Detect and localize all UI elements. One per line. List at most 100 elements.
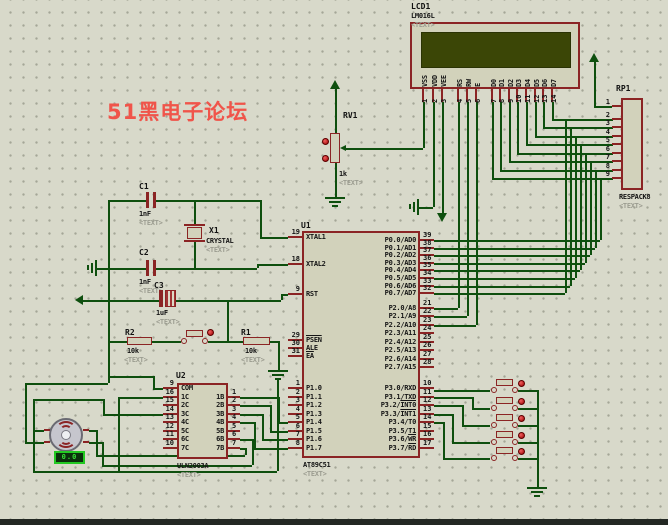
driver-pin-stub[interactable] [228,413,240,415]
capacitor-plate[interactable] [146,192,149,208]
wire-segment[interactable] [434,316,467,318]
wire-segment[interactable] [118,397,120,471]
button-terminal[interactable] [181,338,187,344]
wire-segment[interactable] [33,430,44,432]
mcu-pin-stub[interactable] [288,236,302,238]
wire-segment[interactable] [535,102,537,136]
wire-segment[interactable] [443,422,445,458]
mcu-pin-stub[interactable] [288,396,302,398]
lcd-pin-stub[interactable] [516,89,518,102]
mcu-pin-stub[interactable] [420,269,434,271]
wire-segment[interactable] [103,414,163,416]
wire-segment[interactable] [227,300,229,341]
wire-segment[interactable] [434,240,600,242]
wire-segment[interactable] [434,255,590,257]
motor-pin-stub[interactable] [44,429,50,431]
button-terminal[interactable] [512,387,518,393]
wire-segment[interactable] [278,397,280,422]
wire-segment[interactable] [509,161,613,163]
button-terminal[interactable] [512,455,518,461]
mcu-pin-stub[interactable] [420,262,434,264]
button-body[interactable] [496,414,513,421]
mcu-pin-stub[interactable] [420,349,434,351]
wire-segment[interactable] [434,308,458,310]
wire-segment[interactable] [240,448,245,450]
driver-pin-stub[interactable] [163,447,177,449]
mcu-pin-stub[interactable] [288,413,302,415]
mcu-pin-stub[interactable] [420,254,434,256]
mcu-pin-stub[interactable] [288,355,302,357]
wire-segment[interactable] [543,102,545,127]
mcu-pin-stub[interactable] [288,421,302,423]
wire-segment[interactable] [458,102,460,308]
wire-segment[interactable] [518,442,537,444]
respack-pin-stub[interactable] [612,126,621,128]
respack-pin-stub[interactable] [612,143,621,145]
wire-segment[interactable] [423,102,425,148]
button-terminal[interactable] [202,338,208,344]
wire-segment[interactable] [245,448,247,455]
motor-pin-stub[interactable] [44,441,50,443]
mcu-pin-stub[interactable] [288,387,302,389]
button-terminal[interactable] [491,387,497,393]
lcd-pin-stub[interactable] [441,89,443,102]
wire-segment[interactable] [240,397,278,399]
wire-segment[interactable] [434,286,570,288]
wire-segment[interactable] [452,442,490,444]
button-body[interactable] [496,447,513,454]
lcd-pin-stub[interactable] [466,89,468,102]
wire-segment[interactable] [434,270,580,272]
wire-segment[interactable] [500,170,613,172]
button-terminal[interactable] [512,405,518,411]
button-terminal[interactable] [512,439,518,445]
wire-segment[interactable] [434,422,443,424]
wire-segment[interactable] [33,471,277,473]
respack-pin-stub[interactable] [612,177,621,179]
wire-segment[interactable] [240,405,270,407]
lcd-pin-stub[interactable] [534,89,536,102]
wire-segment[interactable] [476,102,478,325]
power-arrow-icon[interactable] [589,53,599,62]
wire-segment[interactable] [345,148,423,150]
wire-segment[interactable] [194,241,196,268]
wire-segment[interactable] [260,237,288,239]
wire-segment[interactable] [96,455,245,457]
wire-segment[interactable] [535,136,613,138]
lcd-pin-stub[interactable] [525,89,527,102]
respack-pin-stub[interactable] [612,160,621,162]
wire-segment[interactable] [492,102,494,178]
wire-segment[interactable] [595,170,597,248]
wire-segment[interactable] [240,422,254,424]
ground-symbol[interactable] [325,197,345,199]
wire-segment[interactable] [335,88,337,133]
driver-pin-stub[interactable] [163,396,177,398]
wire-segment[interactable] [208,341,243,343]
resistor-body[interactable] [127,337,152,345]
capacitor-plate-electrolytic[interactable] [165,290,176,307]
driver-pin-stub[interactable] [163,438,177,440]
mcu-pin-stub[interactable] [288,430,302,432]
lcd-pin-stub[interactable] [508,89,510,102]
button-terminal[interactable] [491,422,497,428]
button-body[interactable] [496,397,513,404]
ground-symbol[interactable] [268,370,288,372]
mcu-body[interactable] [302,231,420,458]
button-actuator-dot[interactable] [518,415,525,422]
wire-segment[interactable] [442,102,444,214]
wire-segment[interactable] [108,200,110,383]
button-terminal[interactable] [512,422,518,428]
wire-segment[interactable] [277,380,279,471]
mcu-pin-stub[interactable] [288,404,302,406]
button-body[interactable] [496,379,513,386]
wire-segment[interactable] [240,414,262,416]
button-terminal[interactable] [491,439,497,445]
wire-segment[interactable] [517,102,519,153]
wire-segment[interactable] [537,390,539,487]
mcu-pin-stub[interactable] [288,263,302,265]
wire-segment[interactable] [281,294,288,296]
driver-pin-stub[interactable] [163,413,177,415]
wire-segment[interactable] [270,341,278,343]
mcu-pin-stub[interactable] [288,447,302,449]
capacitor-plate[interactable] [146,260,149,276]
